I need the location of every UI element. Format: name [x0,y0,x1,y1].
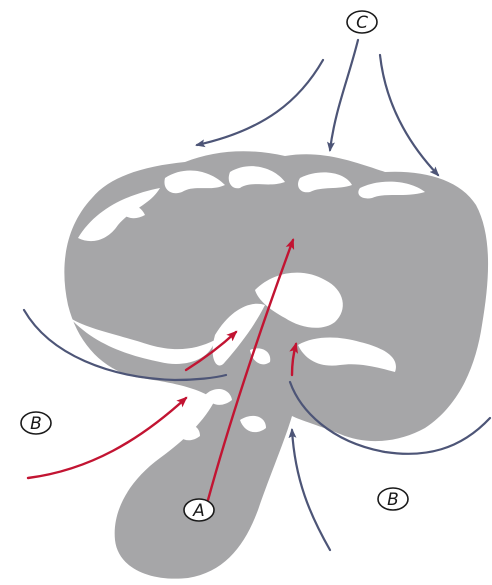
label-b-right: B [378,488,408,510]
outflow-arrow-left [197,60,323,145]
label-b-right-text: B [387,490,399,510]
label-b-left: B [21,412,51,434]
inflow-arrow-bottom [292,430,330,550]
label-c-text: C [356,13,368,33]
label-a: A [184,499,214,521]
label-a-text: A [192,501,205,521]
outflow-arrow-center [330,40,358,150]
label-b-left-text: B [30,414,42,434]
label-c: C [347,11,377,33]
outflow-arrow-right [380,55,438,175]
